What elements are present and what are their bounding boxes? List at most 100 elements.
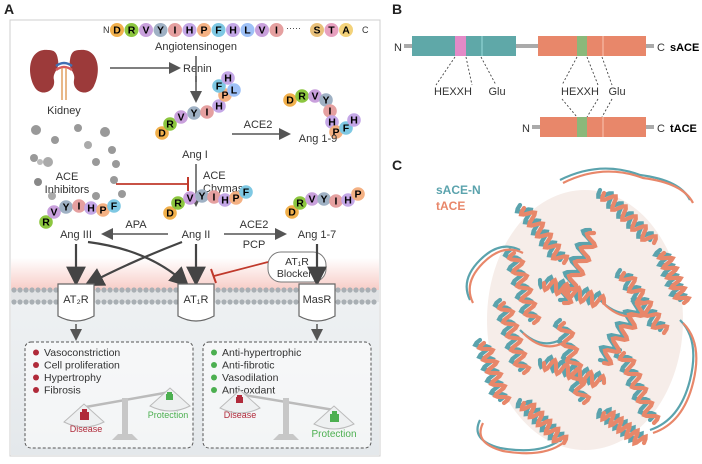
masr-label: MasR: [303, 294, 332, 306]
lipid-head-top: [101, 287, 107, 293]
ang19-residue-letter-4: I: [329, 106, 332, 118]
lipid-head-top: [125, 287, 131, 293]
legend-tace: tACE: [436, 199, 465, 213]
agt-residue-0: D: [110, 23, 124, 37]
ang2-residue-letter-6: P: [232, 193, 239, 205]
protective-effect-item-0: Anti-hypertrophic: [222, 347, 301, 359]
lipid-head-top: [239, 287, 245, 293]
ribbon-helix-tace-6: [617, 350, 661, 426]
ribbon-loop-sace-n-1: [465, 245, 521, 301]
protein-structure-overlay: [465, 167, 698, 455]
ang1-residue-1: R: [163, 117, 177, 131]
agt-tail-residue-1: T: [324, 23, 339, 37]
ang1-residue-letter-5: H: [215, 101, 223, 113]
sace-n-linker: [404, 44, 412, 48]
ribbon-helix-tace-11: [656, 250, 692, 306]
lipid-head-top: [371, 287, 377, 293]
inhibitor-dot-7: [43, 157, 53, 167]
lipid-head-bottom: [359, 299, 365, 305]
agt-residue-letter-3: Y: [157, 25, 164, 37]
protective-effects-list: Anti-hypertrophicAnti-fibroticVasodilati…: [211, 347, 301, 397]
ang17-label: Ang 1-7: [298, 229, 337, 241]
kidney-label: Kidney: [47, 105, 81, 117]
inhibitor-dot-15: [37, 159, 43, 165]
ribbon-loop-sace-n-3: [649, 319, 695, 432]
lipid-head-top: [293, 287, 299, 293]
ang3-residue-0: R: [39, 215, 53, 229]
lipid-head-bottom: [137, 299, 143, 305]
panel-c-label: C: [392, 157, 402, 173]
ang17-residue-1: R: [293, 196, 307, 210]
agt-residue-2: V: [139, 23, 153, 37]
inhibitor-dot-6: [30, 154, 38, 162]
weight-icon-protection-left: [166, 392, 173, 400]
lipid-head-top: [287, 287, 293, 293]
agt-residue-7: F: [211, 23, 226, 37]
ang2-residue-1: R: [171, 196, 185, 210]
lipid-head-top: [119, 287, 125, 293]
lipid-head-top: [353, 287, 359, 293]
ang3-at1r-arrow: [87, 240, 190, 288]
inhibitor-dot-3: [84, 141, 92, 149]
lipid-head-bottom: [353, 299, 359, 305]
protective-effect-item-3: Anti-oxdant: [222, 385, 275, 397]
lipid-head-top: [149, 287, 155, 293]
lipid-head-top: [233, 287, 239, 293]
agt-tail-residue-letter-2: A: [342, 25, 350, 37]
ang2-residue-2: V: [183, 191, 197, 205]
protection-label-left: Protection: [148, 410, 189, 420]
agt-residue-1: R: [124, 23, 139, 37]
protective-effect-bullet-0: [211, 349, 217, 356]
ang1-label: Ang I: [182, 149, 208, 161]
ang17-residue-letter-0: D: [288, 207, 296, 219]
ang19-residue-3: Y: [319, 93, 333, 107]
masr-receptor: [298, 283, 336, 322]
lipid-head-top: [23, 287, 29, 293]
agt-residue-letter-0: D: [113, 25, 121, 37]
lipid-head-bottom: [221, 299, 227, 305]
ang3-residue-4: H: [84, 201, 98, 215]
at1r-receptor: [177, 283, 215, 322]
ang1-residue-7: F: [212, 79, 226, 93]
ace2-pcp-line2: PCP: [243, 239, 266, 251]
ang19-residue-letter-3: Y: [322, 95, 329, 107]
agt-residue-letter-1: R: [128, 25, 136, 37]
ribbon-loop-tace-0: [562, 170, 694, 204]
tace-zinc-motif: [577, 117, 587, 137]
lipid-head-bottom: [215, 299, 221, 305]
tace-glu: [602, 117, 604, 137]
protective-effect-bullet-1: [211, 362, 217, 368]
ang2-residue-letter-4: I: [213, 192, 216, 204]
ang2-residue-letter-1: R: [174, 198, 182, 210]
agt-residue-letter-10: V: [258, 25, 265, 37]
lipid-head-bottom: [227, 299, 233, 305]
weight-icon-disease-right: [236, 395, 243, 403]
lipid-head-bottom: [269, 299, 275, 305]
protective-effect-item-1: Anti-fibrotic: [222, 360, 275, 372]
ace-chymase-line1: ACE: [203, 170, 226, 182]
agt-residue-letter-4: I: [174, 25, 177, 37]
lipid-head-top: [167, 287, 173, 293]
weight-icon-protection-right: [330, 411, 339, 422]
ang1-residue-2: V: [174, 110, 188, 124]
lipid-head-top: [347, 287, 353, 293]
ang19-residue-8: H: [347, 113, 361, 127]
ribbon-helix-tace-9: [601, 299, 647, 367]
inhibitor-dot-13: [48, 192, 56, 200]
lipid-head-bottom: [107, 299, 113, 305]
ang2-residue-7: F: [239, 185, 253, 199]
tace-n-term: N: [522, 123, 530, 135]
agt-residue-8: H: [226, 23, 240, 37]
lipid-head-bottom: [95, 299, 101, 305]
lipid-head-bottom: [131, 299, 137, 305]
lipid-head-bottom: [287, 299, 293, 305]
ribbon-helix-tace-0: [518, 205, 570, 266]
inhibitor-dot-9: [112, 160, 120, 168]
ang3-residue-letter-5: P: [99, 205, 106, 217]
ang2-label: Ang II: [182, 229, 211, 241]
ang17-residue-letter-4: I: [335, 196, 338, 208]
lipid-head-top: [245, 287, 251, 293]
